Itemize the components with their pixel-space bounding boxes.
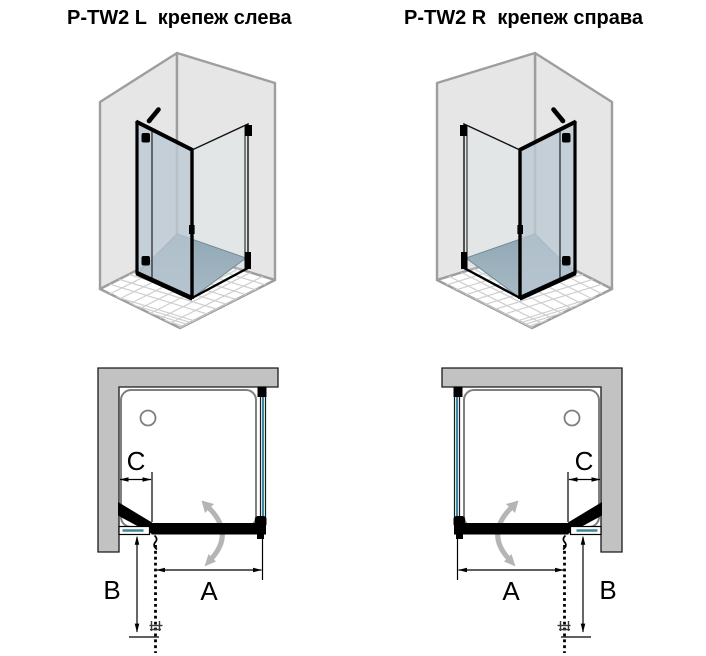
- dim-label-c-right: C: [574, 446, 594, 476]
- plan-view-left: [88, 360, 300, 656]
- dim-label-b-left: B: [103, 575, 121, 605]
- dim-label-c-left: C: [126, 446, 146, 476]
- dim-label-b-right: B: [599, 575, 617, 605]
- title-left-variant: P-TW2 L крепеж слева: [67, 7, 292, 29]
- plan-view-right: [420, 360, 632, 656]
- isometric-view-right: [424, 50, 624, 340]
- dim-label-a-right: A: [502, 576, 520, 606]
- title-right-variant: P-TW2 R крепеж справа: [404, 7, 644, 29]
- isometric-view-left: [88, 50, 288, 340]
- dim-label-a-left: A: [200, 576, 218, 606]
